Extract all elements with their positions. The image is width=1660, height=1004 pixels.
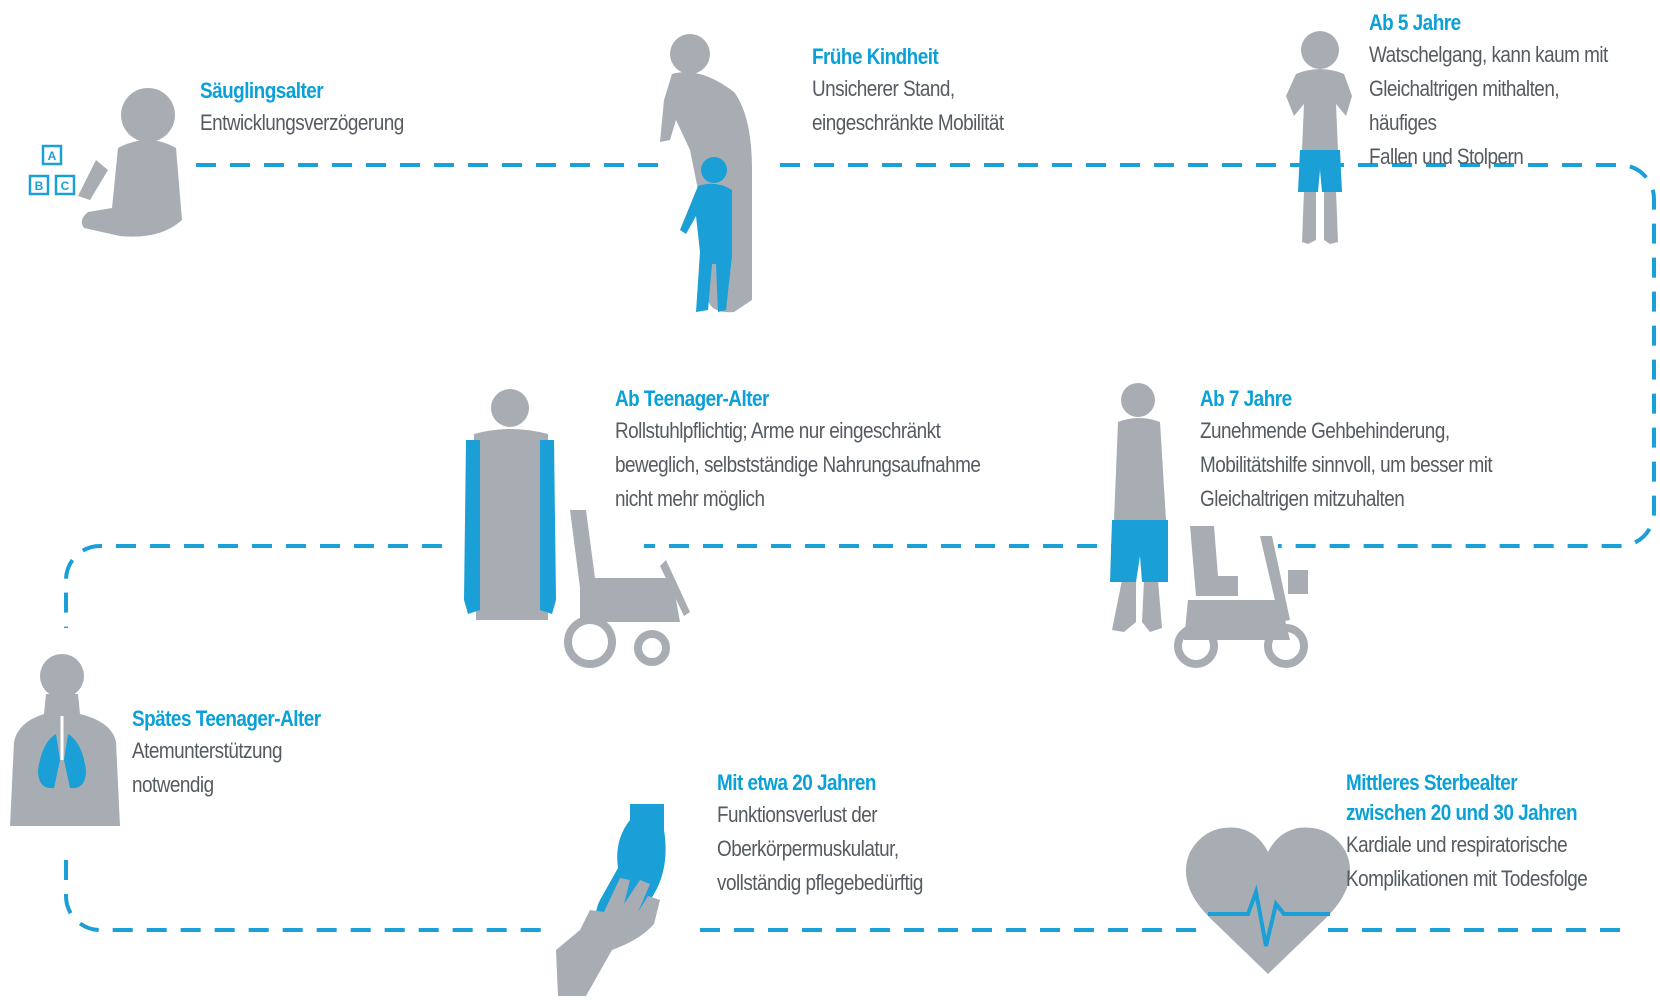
timeline-path bbox=[64, 163, 1656, 932]
stage-spaetes-teenager-alter: Spätes Teenager-Alter Atemunterstützung … bbox=[132, 704, 351, 802]
stage-line: Unsicherer Stand, bbox=[812, 76, 955, 101]
stage-line: Funktionsverlust der bbox=[717, 802, 878, 827]
stage-line: Fallen und Stolpern bbox=[1369, 144, 1524, 169]
block-label-c: C bbox=[61, 179, 70, 193]
stage-line: Atemunterstützung bbox=[132, 738, 283, 763]
stage-line: Entwicklungsverzögerung bbox=[200, 110, 404, 135]
helping-hands-icon bbox=[556, 804, 666, 996]
stage-ab-7-jahre: Ab 7 Jahre Zunehmende Gehbehinderung, Mo… bbox=[1200, 384, 1540, 516]
stage-ab-5-jahre: Ab 5 Jahre Watschelgang, kann kaum mit G… bbox=[1369, 8, 1660, 174]
stage-line: Zunehmende Gehbehinderung, bbox=[1200, 418, 1450, 443]
stage-title: Frühe Kindheit bbox=[812, 44, 939, 69]
teen-with-wheelchair-icon bbox=[464, 389, 690, 668]
stage-line: nicht mehr möglich bbox=[615, 486, 765, 511]
stage-line: Oberkörpermuskulatur, bbox=[717, 836, 899, 861]
adult-with-toddler-icon bbox=[660, 34, 752, 313]
block-a bbox=[41, 144, 63, 166]
stage-line: notwendig bbox=[132, 772, 214, 797]
stage-line: Komplikationen mit Todesfolge bbox=[1346, 866, 1588, 891]
child-with-scooter-icon bbox=[1110, 383, 1308, 668]
child-standing-icon bbox=[1286, 31, 1352, 244]
block-b bbox=[28, 174, 50, 196]
stage-line: Watschelgang, kann kaum mit bbox=[1369, 42, 1608, 67]
stage-title: Mit etwa 20 Jahren bbox=[717, 770, 876, 795]
stage-line: Rollstuhlpflichtig; Arme nur eingeschrän… bbox=[615, 418, 941, 443]
torso-lungs-icon bbox=[10, 654, 120, 826]
stage-line: Kardiale und respiratorische bbox=[1346, 832, 1568, 857]
stage-fruehe-kindheit: Frühe Kindheit Unsicherer Stand, eingesc… bbox=[812, 42, 1035, 140]
block-label-b: B bbox=[35, 179, 44, 193]
stage-saeuglingsalter: Säuglingsalter Entwicklungsverzögerung bbox=[200, 76, 437, 140]
block-c bbox=[54, 174, 76, 196]
stage-ab-teenager-alter: Ab Teenager-Alter Rollstuhlpflichtig; Ar… bbox=[615, 384, 1040, 516]
stage-title: Säuglingsalter bbox=[200, 78, 324, 103]
stage-line: eingeschränkte Mobilität bbox=[812, 110, 1004, 135]
stage-mittleres-sterbealter: Mittleres Sterbealter zwischen 20 und 30… bbox=[1346, 768, 1627, 896]
stage-title: Spätes Teenager-Alter bbox=[132, 706, 321, 731]
stage-mit-etwa-20-jahren: Mit etwa 20 Jahren Funktionsverlust der … bbox=[717, 768, 956, 900]
stage-line: vollständig pflegebedürftig bbox=[717, 870, 923, 895]
stage-line: Gleichaltrigen mithalten, häufiges bbox=[1369, 76, 1560, 135]
stage-line: beweglich, selbstständige Nahrungsaufnah… bbox=[615, 452, 981, 477]
heart-pulse-icon bbox=[1185, 827, 1351, 974]
stage-line: Mobilitätshilfe sinnvoll, um besser mit bbox=[1200, 452, 1493, 477]
block-label-a: A bbox=[48, 149, 57, 163]
stage-title: Ab 5 Jahre bbox=[1369, 10, 1461, 35]
stage-title: Ab Teenager-Alter bbox=[615, 386, 769, 411]
stage-line: Gleichaltrigen mitzuhalten bbox=[1200, 486, 1405, 511]
baby-with-blocks-icon: A B C bbox=[28, 88, 182, 237]
stage-title: Ab 7 Jahre bbox=[1200, 386, 1292, 411]
stage-title: Mittleres Sterbealter zwischen 20 und 30… bbox=[1346, 770, 1578, 825]
